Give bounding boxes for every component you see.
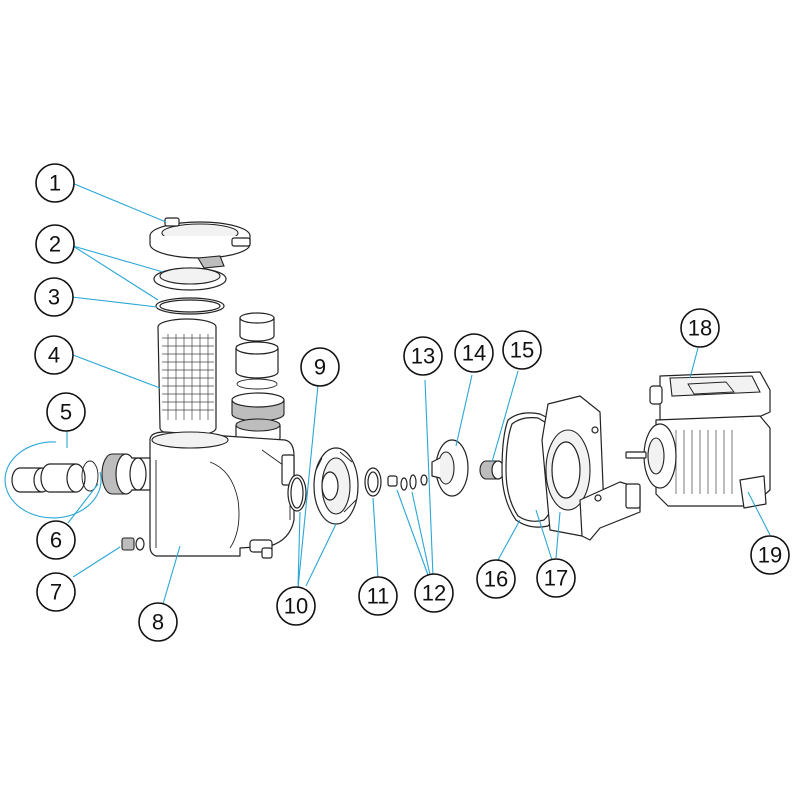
callout-1: 1 <box>35 163 75 203</box>
callout-13-label: 13 <box>411 344 435 369</box>
callout-17: 17 <box>536 558 576 598</box>
part-lid-oring <box>155 297 225 315</box>
leader-10b <box>305 523 337 587</box>
part-lid <box>153 255 227 291</box>
callout-5-label: 5 <box>60 400 72 425</box>
callout-16: 16 <box>476 559 516 599</box>
callout-15-label: 15 <box>510 338 534 363</box>
leader-11 <box>372 497 379 579</box>
part-lid-ring <box>149 217 251 259</box>
callout-8-label: 8 <box>152 610 164 635</box>
part-mechanical-seal <box>479 460 505 480</box>
leader-7 <box>72 546 121 578</box>
callout-10: 10 <box>276 586 316 626</box>
callout-1-label: 1 <box>49 171 61 196</box>
leader-18 <box>689 347 699 379</box>
callout-14-label: 14 <box>462 341 486 366</box>
part-inlet-union <box>11 453 151 495</box>
callout-12-label: 12 <box>422 581 446 606</box>
callout-18-label: 18 <box>688 316 712 341</box>
callout-4-label: 4 <box>48 343 60 368</box>
callout-10-label: 10 <box>284 594 308 619</box>
leader-9 <box>297 384 319 589</box>
part-impeller-screw <box>387 474 428 491</box>
callout-9-label: 9 <box>314 355 326 380</box>
callout-13: 13 <box>403 336 443 376</box>
callout-6-label: 6 <box>50 528 62 553</box>
callout-18: 18 <box>680 308 720 348</box>
callout-15: 15 <box>502 330 542 370</box>
part-strainer-basket <box>157 318 217 437</box>
callout-9: 9 <box>300 347 340 387</box>
part-pump-housing <box>149 431 295 559</box>
leader-15 <box>491 370 519 463</box>
part-drain-plug <box>121 537 145 551</box>
leader-19 <box>747 491 771 536</box>
leader-13 <box>424 379 434 577</box>
leader-lines <box>4 182 771 605</box>
callout-7: 7 <box>36 572 76 612</box>
callout-3: 3 <box>34 277 74 317</box>
leader-17b <box>555 511 561 559</box>
part-housing-oring <box>287 474 307 512</box>
leader-14 <box>455 374 473 447</box>
leader-10 <box>297 511 301 589</box>
leader-6 <box>67 483 99 524</box>
leader-2a <box>72 245 164 273</box>
callout-12: 12 <box>414 573 454 613</box>
callout-11: 11 <box>358 576 398 616</box>
callout-2-label: 2 <box>49 232 61 257</box>
callout-7-label: 7 <box>50 580 62 605</box>
callout-19-label: 19 <box>758 543 782 568</box>
leader-8 <box>162 545 181 605</box>
part-seal-plate <box>541 395 641 541</box>
part-impeller <box>431 439 469 497</box>
leader-1 <box>71 182 167 223</box>
part-seal-ring <box>364 467 382 497</box>
callout-17-label: 17 <box>544 566 568 591</box>
callout-16-label: 16 <box>484 567 508 592</box>
callout-19: 19 <box>750 535 790 575</box>
callout-14: 14 <box>454 333 494 373</box>
part-diffuser <box>313 447 359 525</box>
part-motor <box>625 371 771 509</box>
leader-3 <box>71 296 158 308</box>
leader-4 <box>72 354 161 389</box>
callout-2: 2 <box>35 224 75 264</box>
callout-4: 4 <box>34 335 74 375</box>
callout-5: 5 <box>46 392 86 432</box>
callout-11-label: 11 <box>367 584 390 609</box>
leader-12a <box>396 489 429 576</box>
leader-12b <box>411 491 431 576</box>
part-outlet-union <box>231 312 285 445</box>
callout-3-label: 3 <box>48 285 60 310</box>
callout-6: 6 <box>36 520 76 560</box>
leader-5 <box>4 430 102 519</box>
leader-2b <box>72 245 159 301</box>
leader-17a <box>535 509 553 561</box>
callout-8: 8 <box>138 602 178 642</box>
leader-16 <box>497 519 521 561</box>
